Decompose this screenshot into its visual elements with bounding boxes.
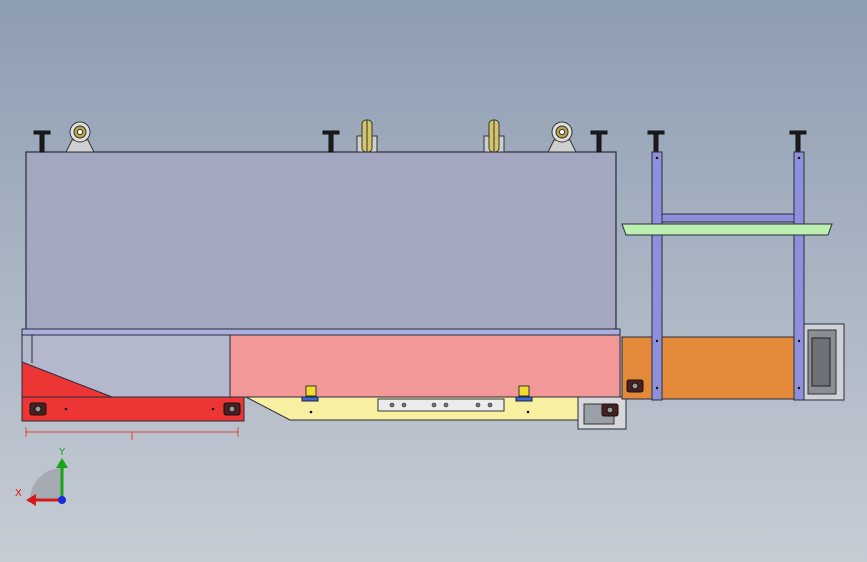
- bolt-icon: [223, 402, 241, 416]
- slide-rail: [377, 398, 505, 412]
- bolt-icon: [29, 402, 47, 416]
- side-frame[interactable]: [793, 151, 805, 401]
- red-base[interactable]: [21, 396, 245, 422]
- axis-triad: Y X: [15, 447, 68, 506]
- bolt-icon: [601, 403, 619, 417]
- yellow-tab: [518, 385, 530, 397]
- caster-wheel[interactable]: [547, 121, 577, 153]
- pink-panel[interactable]: [229, 334, 621, 398]
- frame-crossbar: [661, 213, 795, 223]
- caster-wheel[interactable]: [483, 119, 505, 153]
- yellow-tab: [305, 385, 317, 397]
- dimension-line: [25, 427, 239, 440]
- z-axis: [58, 496, 66, 504]
- x-axis-label: X: [15, 488, 22, 499]
- leveling-foot[interactable]: [590, 130, 608, 153]
- leveling-foot[interactable]: [322, 130, 340, 153]
- caster-wheel[interactable]: [65, 121, 95, 153]
- triad-plane: [30, 468, 62, 500]
- leveling-foot[interactable]: [789, 130, 807, 155]
- green-shelf[interactable]: [621, 223, 833, 236]
- y-axis-label: Y: [58, 447, 66, 458]
- caster-wheel[interactable]: [356, 119, 378, 153]
- side-frame[interactable]: [651, 151, 663, 401]
- main-housing[interactable]: [25, 151, 617, 331]
- leveling-foot[interactable]: [33, 130, 51, 153]
- leveling-foot[interactable]: [647, 130, 665, 155]
- top-rail: [21, 328, 621, 336]
- bolt-icon: [626, 379, 644, 393]
